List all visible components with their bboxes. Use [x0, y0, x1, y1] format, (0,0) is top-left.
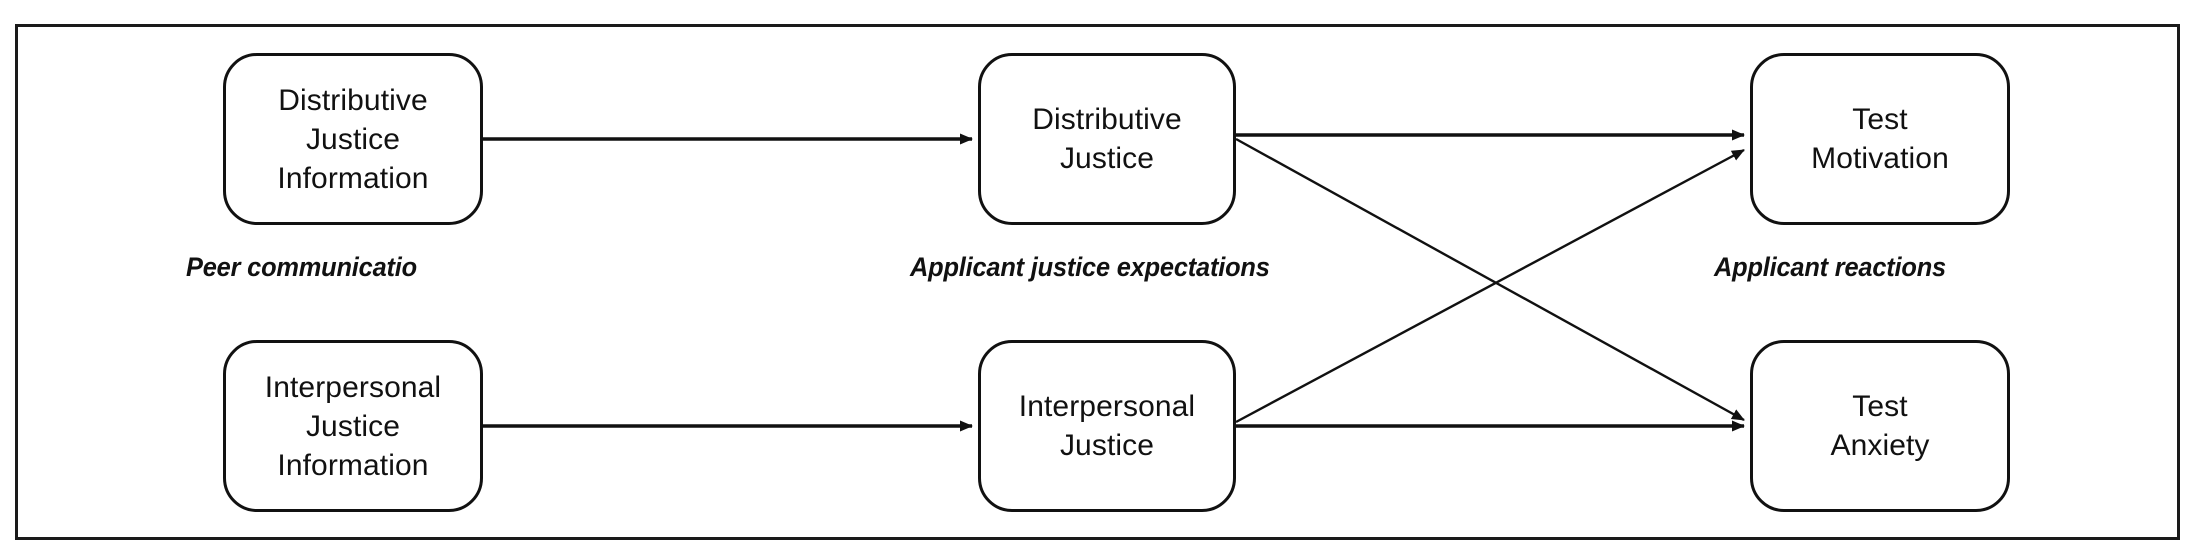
node-interpersonal-justice[interactable]: Interpersonal Justice: [978, 340, 1236, 512]
node-label: Distributive Justice: [1032, 103, 1182, 175]
node-interpersonal-justice-information[interactable]: Interpersonal Justice Information: [223, 340, 483, 512]
node-label: Test Motivation: [1811, 103, 1949, 175]
node-label: Interpersonal Justice Information: [264, 370, 442, 482]
node-distributive-justice-information[interactable]: Distributive Justice Information: [223, 53, 483, 225]
node-label: Test Anxiety: [1830, 390, 1930, 462]
node-label: Distributive Justice Information: [277, 83, 429, 195]
group-caption-applicant-justice-expectations: Applicant justice expectations: [910, 252, 1270, 282]
group-caption-peer-communication: Peer communicatio: [186, 252, 417, 282]
node-test-motivation[interactable]: Test Motivation: [1750, 53, 2010, 225]
node-label: Interpersonal Justice: [1018, 390, 1196, 462]
node-distributive-justice[interactable]: Distributive Justice: [978, 53, 1236, 225]
group-caption-applicant-reactions: Applicant reactions: [1714, 252, 1946, 282]
node-test-anxiety[interactable]: Test Anxiety: [1750, 340, 2010, 512]
